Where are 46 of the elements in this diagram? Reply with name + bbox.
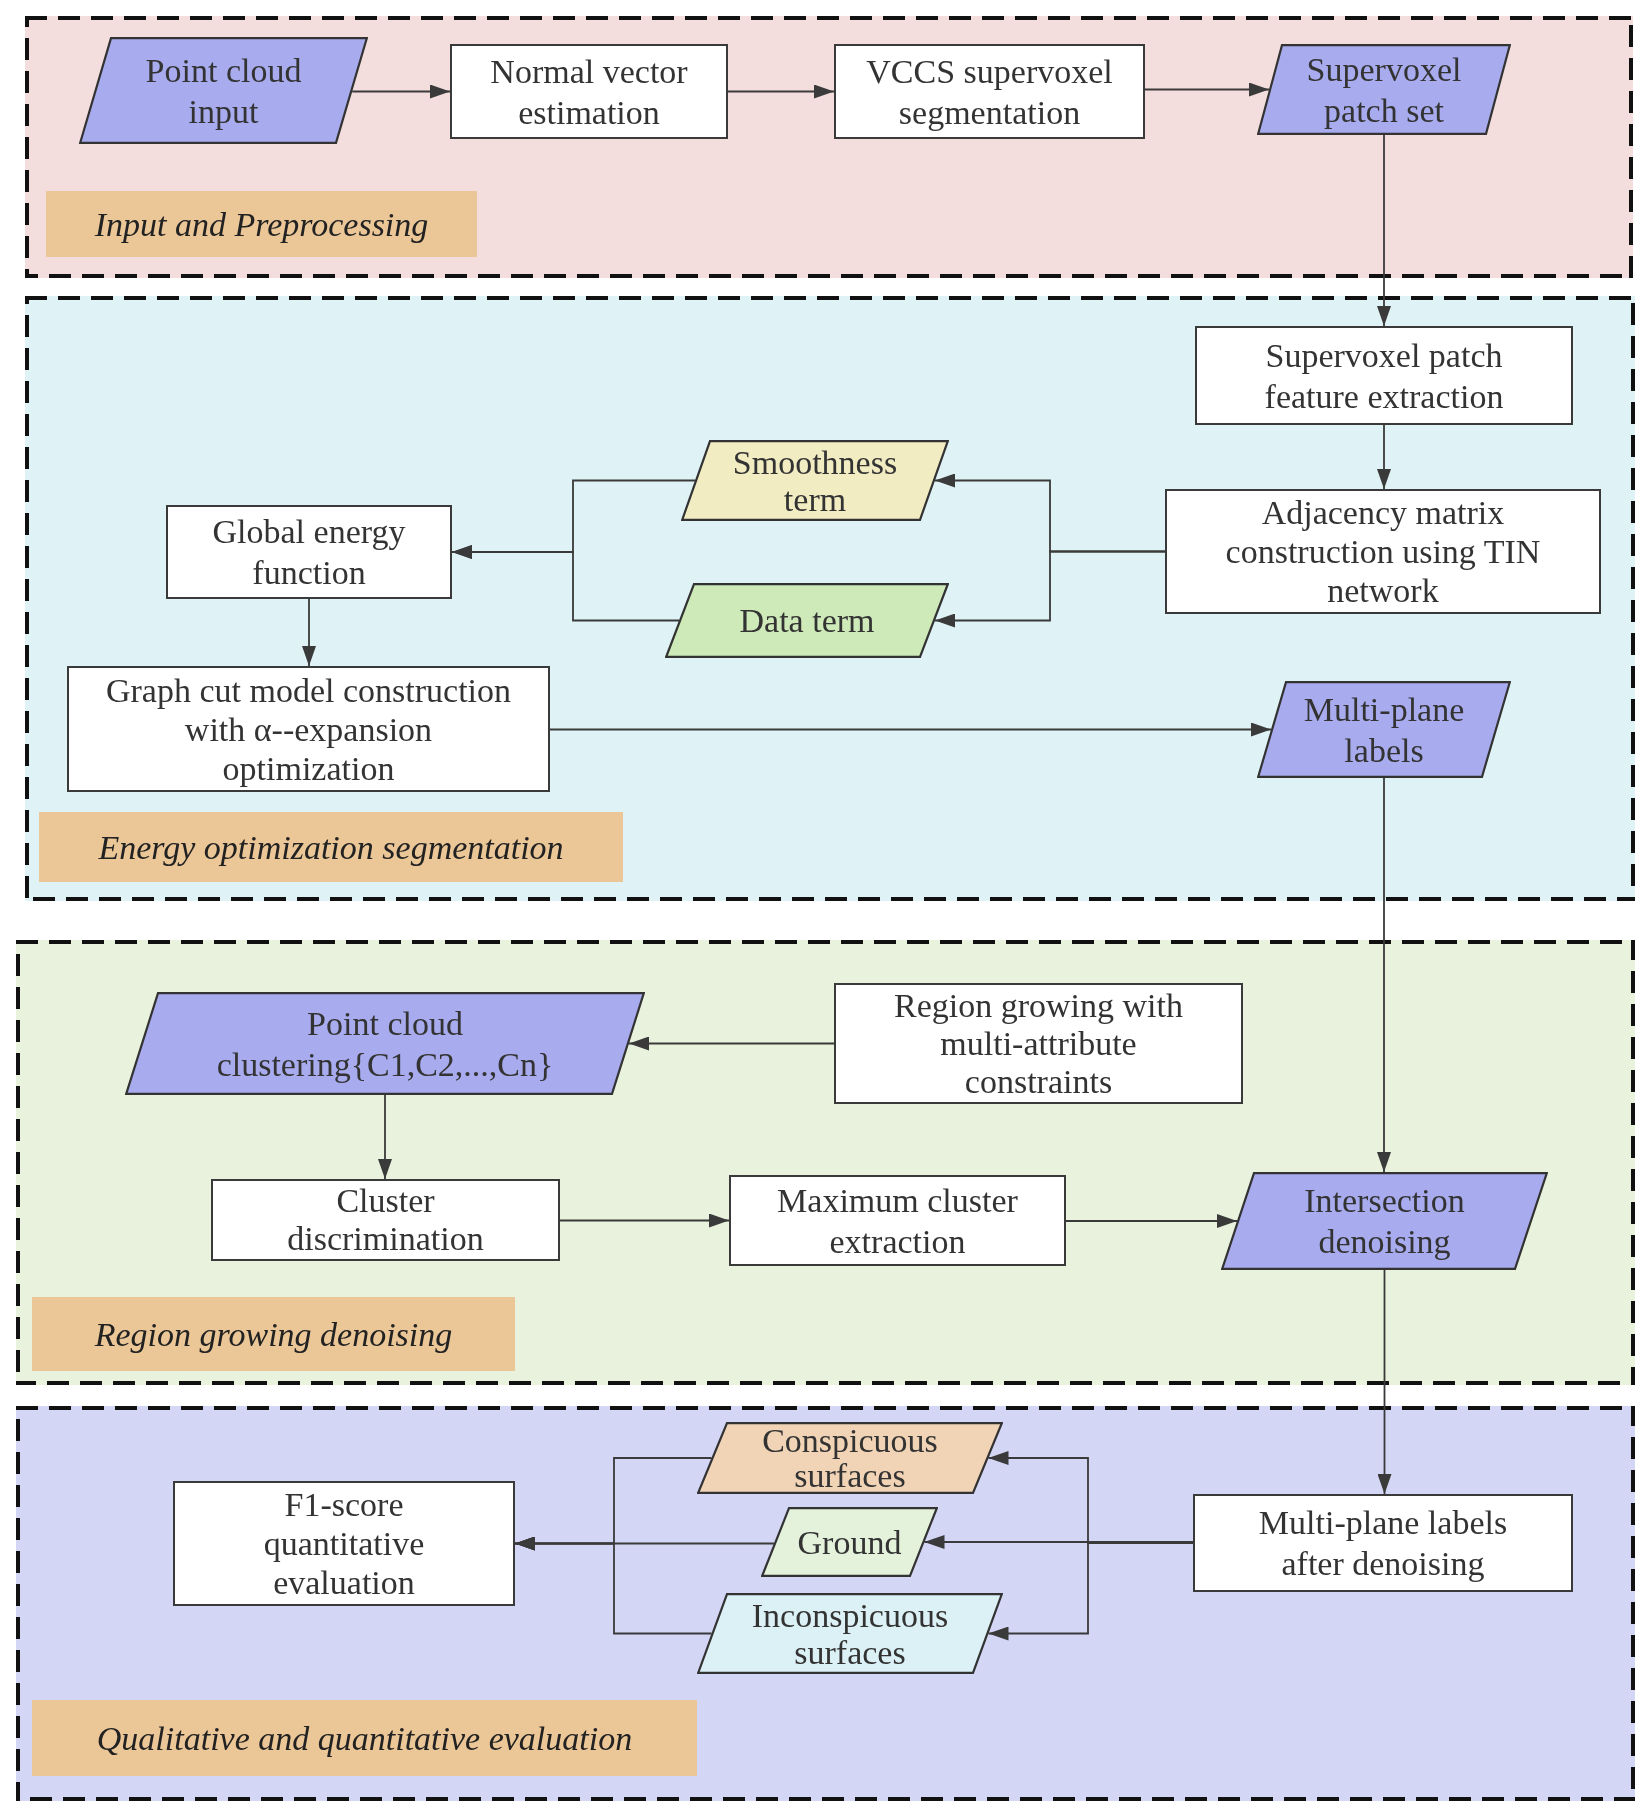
arrow xyxy=(727,84,835,99)
arrow xyxy=(351,84,451,99)
arrow xyxy=(559,1213,730,1228)
data-parallelogram: Supervoxel patch set xyxy=(1257,44,1511,135)
data-parallelogram: Multi-plane labels xyxy=(1257,681,1511,778)
process-box: F1-score quantitative evaluation xyxy=(173,1481,515,1606)
data-parallelogram: Conspicuous surfaces xyxy=(697,1422,1003,1494)
section-tag: Energy optimization segmentation xyxy=(39,812,623,882)
process-box: Graph cut model construction with α--expansion optimization xyxy=(67,666,550,792)
process-box: VCCS supervoxel segmentation xyxy=(834,44,1145,139)
section-panel xyxy=(25,296,1635,901)
data-parallelogram: Point cloud input xyxy=(79,37,368,144)
arrow xyxy=(378,1094,392,1180)
arrow xyxy=(514,1536,713,1635)
data-parallelogram: Smoothness term xyxy=(681,440,949,521)
arrow xyxy=(549,722,1272,737)
arrow xyxy=(1377,777,1391,1173)
process-box: Multi-plane labels after denoising xyxy=(1193,1494,1573,1592)
process-box: Maximum cluster extraction xyxy=(729,1175,1066,1266)
arrow xyxy=(1377,134,1391,327)
arrow xyxy=(628,1036,835,1051)
arrow xyxy=(934,550,1166,628)
section-panel xyxy=(16,1406,1635,1801)
process-box: Region growing with multi-attribute constraints xyxy=(834,983,1243,1104)
process-box: Adjacency matrix construction using TIN network xyxy=(1165,489,1601,614)
section-tag: Qualitative and quantitative evaluation xyxy=(32,1700,697,1776)
data-parallelogram: Data term xyxy=(665,583,949,658)
arrow xyxy=(1065,1214,1238,1228)
arrow xyxy=(1377,424,1391,490)
section-tag: Region growing denoising xyxy=(32,1297,515,1371)
data-parallelogram: Inconspicuous surfaces xyxy=(697,1593,1003,1674)
arrow xyxy=(923,1535,1194,1549)
section-tag: Input and Preprocessing xyxy=(46,191,477,257)
process-box: Normal vector estimation xyxy=(450,44,728,139)
process-box: Supervoxel patch feature extraction xyxy=(1195,326,1573,425)
arrow xyxy=(987,1542,1194,1641)
process-box: Global energy function xyxy=(166,505,452,599)
arrow xyxy=(1377,1269,1392,1495)
data-parallelogram: Point cloud clustering{C1,C2,...,Cn} xyxy=(125,992,645,1095)
data-parallelogram: Ground xyxy=(761,1507,938,1577)
section-panel xyxy=(16,940,1635,1385)
arrow xyxy=(1144,82,1270,97)
process-box: Cluster discrimination xyxy=(211,1179,560,1261)
arrow xyxy=(302,598,316,667)
section-panel xyxy=(25,16,1633,278)
data-parallelogram: Intersection denoising xyxy=(1221,1172,1548,1270)
